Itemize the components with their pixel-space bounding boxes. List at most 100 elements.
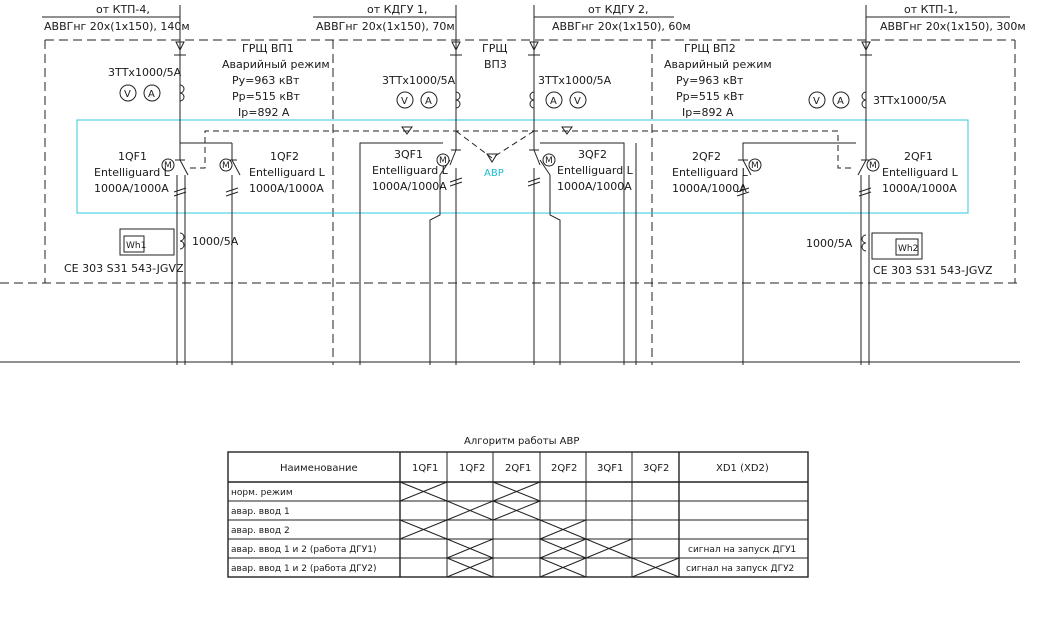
avr-label: АВР [484,168,504,179]
interlock-link [190,126,853,169]
wh1-name: Wh1 [126,241,146,251]
header-xd: XD1 (XD2) [716,463,769,474]
feeder-1: от КТП-4, АВВГнг 20х(1х150), 140м [42,3,190,33]
voltmeter-3-label: V [574,96,581,107]
3qf2-rating: 1000A/1000A [557,180,632,193]
row-4-name: авар. ввод 1 и 2 (работа ДГУ1) [231,545,377,555]
wh2-model: CE 303 S31 543-JGVZ [873,264,993,277]
1qf2-name: 1QF2 [270,150,299,163]
panel-vp2-label: ГРЩ ВП2 Аварийный режим Ру=963 кВт Рр=51… [664,42,772,119]
vp2-line-3: Ру=963 кВт [676,74,744,87]
panel-vp1-label: ГРЩ ВП1 Аварийный режим Ру=963 кВт Рр=51… [222,42,330,119]
row-5-note: сигнал на запуск ДГУ2 [686,564,794,574]
feeder-3-cable: АВВГнг 20х(1х150), 60м [552,20,691,33]
cross-mark [631,557,680,578]
2qf2-rating: 1000A/1000A [672,182,747,195]
energy-meter-wh1: Wh1 1000/5А CE 303 S31 543-JGVZ [64,228,239,275]
motor-2qf2-label: M [751,161,759,171]
cross-mark [492,481,541,502]
motor-drive-1qf2 [219,158,233,172]
3qf2-name: 3QF2 [578,148,607,161]
breaker-1qf2: M 1QF2 Entelliguard L 1000A/1000A [219,150,326,197]
vp1-line-4: Рр=515 кВт [232,90,301,103]
ammeter-2-label: A [425,96,432,107]
cross-mark [492,500,541,521]
2qf1-model: Entelliguard L [882,166,959,179]
breaker-2qf2: M 2QF2 Entelliguard L 1000A/1000A [672,150,762,197]
motor-drive-2qf2 [748,158,762,172]
feeder-2-from: от КДГУ 1, [367,3,427,16]
header-1qf2: 1QF2 [459,463,485,474]
voltmeter-2-label: V [401,96,408,107]
row-4-note: сигнал на запуск ДГУ1 [688,545,796,555]
vp3-line-1: ГРЩ [482,42,507,55]
cross-mark [585,538,633,559]
cross-mark [539,557,587,578]
voltmeter-4-label: V [813,96,820,107]
feeder-1-from: от КТП-4, [96,3,150,16]
feeder-2-cable: АВВГнг 20х(1х150), 70м [316,20,455,33]
header-3qf1: 3QF1 [597,463,623,474]
row-3-name: авар. ввод 2 [231,526,290,536]
panel-boundaries [0,39,1020,365]
header-name: Наименование [280,463,358,474]
header-2qf1: 2QF1 [505,463,531,474]
ct-1-label: 3ТТх1000/5А [108,66,182,79]
feeder-3: от КДГУ 2, АВВГнг 20х(1х150), 60м [533,3,691,33]
motor-3qf1-label: M [439,156,447,166]
wh2-name: Wh2 [898,244,918,254]
feeder-4: от КТП-1, АВВГнг 20х(1х150), 300м [865,3,1026,33]
vp1-line-1: ГРЩ ВП1 [242,42,294,55]
feeder-conductors [176,17,870,365]
feeder-1-cable: АВВГнг 20х(1х150), 140м [44,20,190,33]
cross-mark [539,538,587,559]
breaker-2qf1: M 2QF1 Entelliguard L 1000A/1000A [857,150,959,197]
3qf2-model: Entelliguard L [557,164,634,177]
vp1-line-5: Iр=892 А [238,106,290,119]
row-2-name: авар. ввод 1 [231,507,290,517]
vp2-line-4: Рр=515 кВт [676,90,745,103]
ammeter-2 [420,91,438,109]
breaker-3qf1: M 3QF1 Entelliguard L 1000A/1000A [372,148,463,193]
cross-mark [446,538,494,559]
motor-drive-3qf1 [436,153,450,167]
header-3qf2: 3QF2 [643,463,669,474]
header-2qf2: 2QF2 [551,463,577,474]
motor-drive-1qf1 [161,158,175,172]
motor-drive-2qf1 [866,158,880,172]
vp2-line-5: Iр=892 А [682,106,734,119]
vp1-line-2: Аварийный режим [222,58,330,71]
ammeter-1-label: A [148,89,155,100]
feeder-4-from: от КТП-1, [904,3,958,16]
ct-3-label: 3ТТх1000/5А [538,74,612,87]
1qf2-rating: 1000A/1000A [249,182,324,195]
ct-1: 3ТТх1000/5А V A [108,66,185,102]
energy-meter-wh2: Wh2 1000/5А CE 303 S31 543-JGVZ [806,232,993,277]
3qf1-model: Entelliguard L [372,164,449,177]
voltmeter-4 [808,91,826,109]
voltmeter-2 [396,91,414,109]
breaker-3qf2: M 3QF2 Entelliguard L 1000A/1000A [527,148,634,193]
vp1-line-3: Ру=963 кВт [232,74,300,87]
2qf1-rating: 1000A/1000A [882,182,957,195]
row-5-name: авар. ввод 1 и 2 (работа ДГУ2) [231,564,377,574]
panel-vp3-label: ГРЩ ВП3 [482,42,507,71]
motor-drive-3qf2 [542,153,556,167]
ammeter-3-label: A [550,96,557,107]
motor-1qf2-label: M [222,161,230,171]
motor-2qf1-label: M [869,161,877,171]
1qf1-rating: 1000A/1000A [94,182,169,195]
cross-mark [399,481,448,502]
avr-algorithm-table: Алгоритм работы АВР Наименование 1QF1 1Q… [227,436,809,578]
vp3-line-2: ВП3 [484,58,507,71]
vp2-line-1: ГРЩ ВП2 [684,42,736,55]
1qf1-name: 1QF1 [118,150,147,163]
ammeter-4-label: A [837,96,844,107]
2qf2-model: Entelliguard L [672,166,749,179]
row-1-name: норм. режим [231,488,293,498]
voltmeter-1-label: V [124,89,131,100]
cross-mark [399,519,448,540]
wh2-ct: 1000/5А [806,237,853,250]
voltmeter-3 [569,91,587,109]
ammeter-3 [545,91,563,109]
